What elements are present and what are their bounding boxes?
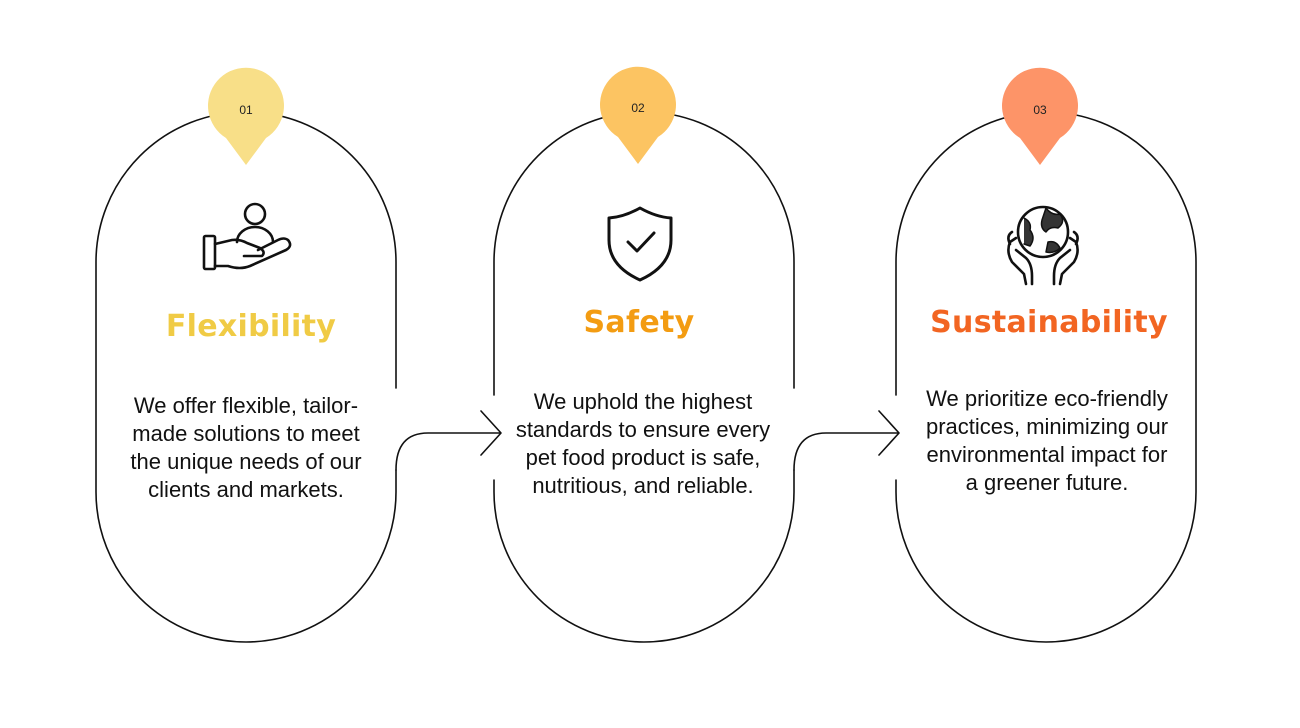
number-pin-1: 01	[207, 67, 284, 165]
arrowhead-1-icon	[480, 410, 502, 456]
step-description-2: We uphold the highest standards to ensur…	[515, 389, 771, 498]
connector-2-to-3	[793, 432, 899, 471]
shield-check-icon	[607, 206, 673, 282]
step-title-sustainability: Sustainability	[930, 305, 1168, 340]
hands-holding-globe-icon	[1007, 205, 1079, 286]
step-number-1: 01	[239, 103, 253, 117]
step-title-safety: Safety	[583, 305, 695, 340]
number-pin-3: 03	[1002, 67, 1078, 165]
step-title-flexibility: Flexibility	[165, 309, 337, 344]
hand-holding-person-icon	[202, 202, 292, 271]
step-number-3: 03	[1033, 103, 1047, 117]
arrowhead-2-icon	[878, 410, 900, 456]
capsule-outline-1	[95, 111, 397, 643]
capsule-outline-3	[895, 111, 1197, 643]
connector-1-to-2	[395, 432, 501, 471]
step-description-3: We prioritize eco-friendly practices, mi…	[925, 386, 1169, 495]
step-description-1: We offer flexible, tailor-made solutions…	[130, 393, 362, 502]
capsule-outline-2-bottom	[493, 469, 795, 643]
step-number-2: 02	[631, 101, 645, 115]
number-pin-2: 02	[600, 66, 677, 164]
